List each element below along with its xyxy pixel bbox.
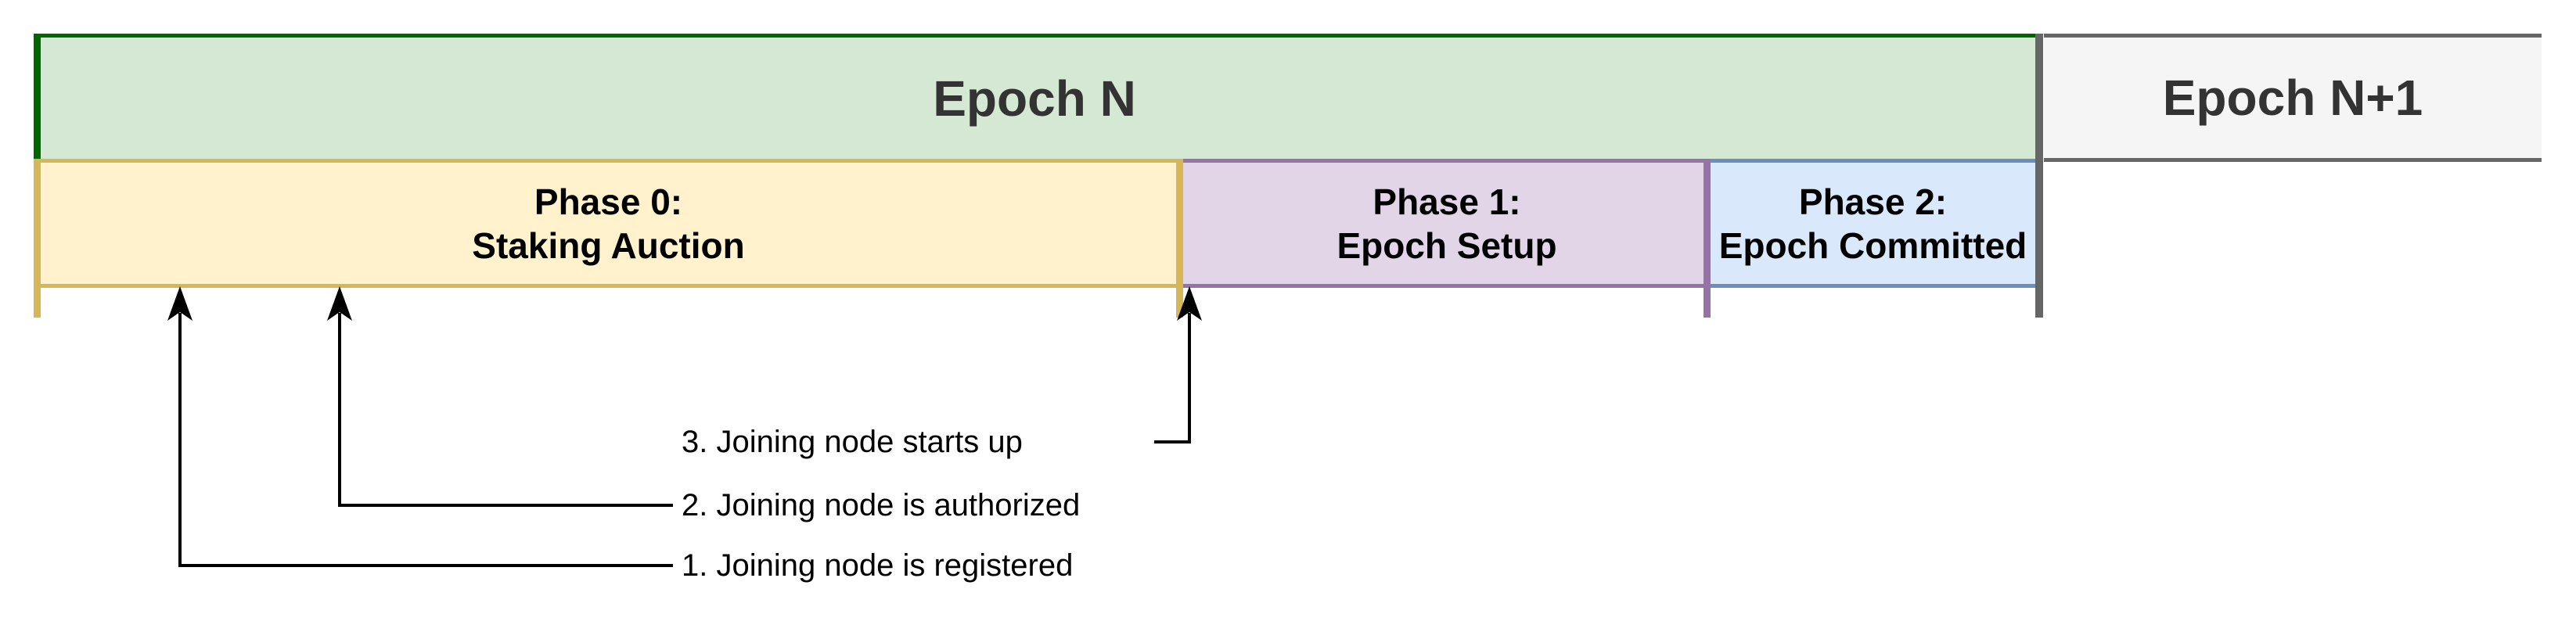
- phase-2-box: Phase 2: Epoch Committed: [1711, 159, 2035, 288]
- annotation-node-authorized: 2. Joining node is authorized: [682, 488, 1081, 522]
- epoch-n-label: Epoch N: [933, 70, 1136, 127]
- annotation-node-registered: 1. Joining node is registered: [682, 548, 1074, 583]
- epoch-n-bar: Epoch N: [34, 34, 2035, 159]
- arrow-1-vertical-line: [178, 313, 182, 567]
- phase-1-subtitle: Epoch Setup: [1337, 224, 1557, 266]
- arrow-3-horizontal-line: [1154, 440, 1191, 443]
- arrow-2-horizontal-line: [338, 504, 673, 507]
- phase-0-right-tick: [1176, 159, 1183, 318]
- annotation-node-starts-up: 3. Joining node starts up: [682, 425, 1023, 459]
- arrow-3-vertical-line: [1188, 313, 1191, 443]
- arrow-up-icon: [1177, 286, 1202, 321]
- phase-0-subtitle: Staking Auction: [472, 224, 745, 266]
- phase-2-subtitle: Epoch Committed: [1718, 224, 2027, 266]
- arrow-2-vertical-line: [338, 313, 341, 507]
- epoch-boundary-divider: [2035, 34, 2043, 318]
- phase-0-box: Phase 0: Staking Auction: [34, 159, 1183, 288]
- epoch-start-marker: [34, 34, 41, 159]
- phase-0-left-tick: [34, 159, 41, 318]
- epoch-n1-bar: Epoch N+1: [2044, 34, 2542, 162]
- phase-1-box: Phase 1: Epoch Setup: [1183, 159, 1711, 288]
- phase-1-right-tick: [1704, 159, 1711, 318]
- epoch-n1-label: Epoch N+1: [2162, 70, 2423, 126]
- phase-1-title: Phase 1:: [1373, 181, 1521, 222]
- phase-2-title: Phase 2:: [1798, 181, 1948, 222]
- arrow-1-horizontal-line: [178, 564, 673, 567]
- phase-0-title: Phase 0:: [534, 181, 683, 222]
- arrow-up-icon: [327, 286, 352, 321]
- arrow-up-icon: [167, 286, 192, 321]
